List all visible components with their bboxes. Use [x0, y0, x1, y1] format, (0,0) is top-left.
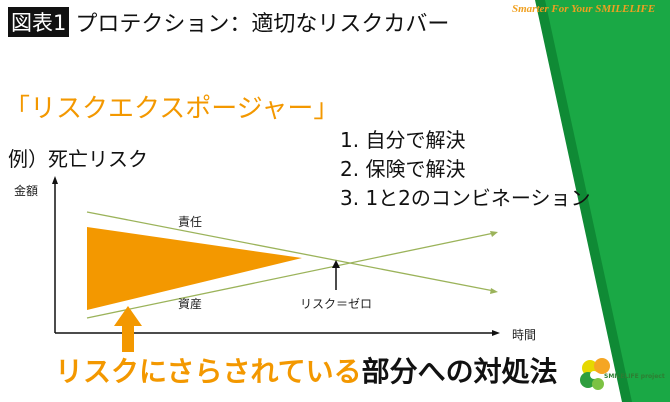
smilelife-logo — [580, 358, 610, 390]
y-axis-arrow — [52, 176, 58, 184]
bottom-caption: リスクにさらされている部分への対処法 — [55, 350, 558, 390]
liability-label: 責任 — [178, 215, 203, 229]
caption-black: 部分への対処法 — [361, 355, 558, 388]
title-text: プロテクション：適切なリスクカバー — [75, 12, 450, 37]
tagline: Smarter For Your SMILELIFE — [512, 3, 656, 15]
logo-text: SMILELIFE project — [604, 373, 665, 380]
assets-label: 資産 — [178, 297, 203, 311]
method-item: 3. 1と2のコンビネーション — [340, 186, 591, 210]
method-item: 1. 自分で解決 — [340, 128, 466, 152]
assets-line — [86, 232, 495, 319]
y-axis-label: 金額 — [14, 184, 39, 198]
risk-zero-label: リスク＝ゼロ — [300, 297, 373, 311]
page-title: 図表1 プロテクション：適切なリスクカバー — [8, 6, 449, 38]
green-band — [545, 0, 670, 402]
caption-orange: リスクにさらされている — [55, 355, 362, 388]
liability-line — [86, 211, 495, 292]
subtitle: 「リスクエクスポージャー」 — [4, 94, 340, 124]
figure-badge: 図表1 — [8, 7, 70, 37]
risk-exposure-triangle — [87, 227, 302, 310]
methods-list: 1. 自分で解決 2. 保険で解決 3. 1と2のコンビネーション — [340, 126, 591, 213]
x-axis-label: 時間 — [512, 328, 537, 342]
example-label: 例）死亡リスク — [8, 147, 148, 171]
big-orange-arrow — [114, 306, 142, 352]
x-axis-arrow — [492, 330, 500, 336]
method-item: 2. 保険で解決 — [340, 157, 466, 181]
